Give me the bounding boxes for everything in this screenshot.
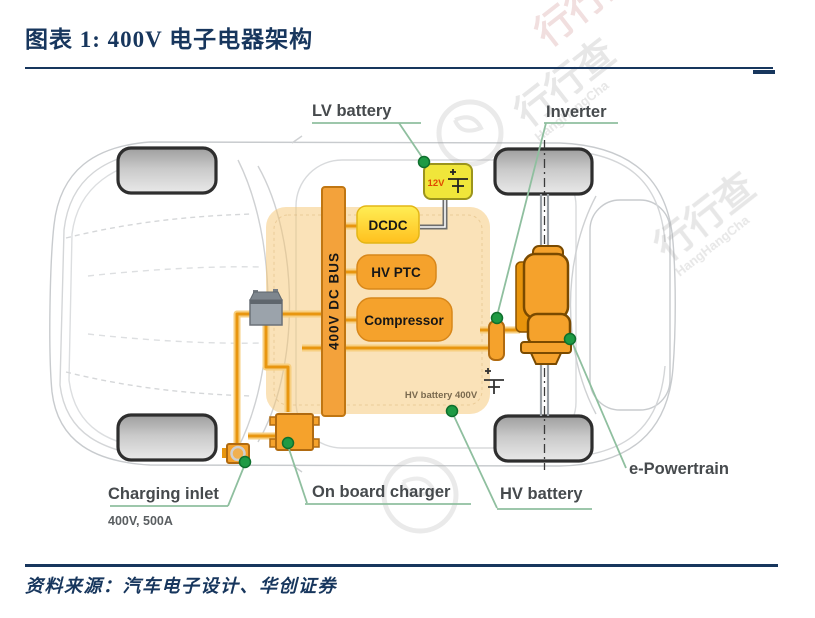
lv-cable <box>420 199 448 230</box>
callout-dots <box>238 155 577 469</box>
label-e-powertrain: e-Powertrain <box>629 460 729 478</box>
wheel-rear-right <box>493 414 594 463</box>
e-powertrain-component <box>515 245 572 365</box>
callout-dot <box>417 155 431 169</box>
figure-title: 图表 1: 400V 电子电器架构 <box>25 27 314 52</box>
callout-dot <box>490 311 504 325</box>
callout-leader-lines <box>110 122 627 510</box>
wheels <box>116 146 594 463</box>
compressor-box: Compressor <box>356 297 453 342</box>
hv-ptc-label: HV PTC <box>371 265 421 280</box>
title-rule-tick <box>753 70 775 74</box>
label-hv-battery: HV battery <box>500 485 583 503</box>
label-on-board-charger: On board charger <box>312 483 451 501</box>
callout-dot <box>445 404 459 418</box>
lv-battery-component: 12V <box>423 163 473 200</box>
rear-driveshaft <box>539 194 550 416</box>
on-board-charger-component <box>269 413 320 451</box>
dcdc-box: DCDC <box>356 205 420 244</box>
callout-dot <box>563 332 577 346</box>
title-rule <box>25 67 773 69</box>
callout-dot <box>281 436 295 450</box>
figure-source: 资料来源：汽车电子设计、华创证券 <box>25 576 337 596</box>
aux-battery-gray <box>249 289 283 326</box>
label-inverter: Inverter <box>546 103 607 121</box>
wheel-front-left <box>116 146 218 195</box>
label-lv-battery: LV battery <box>312 102 392 120</box>
dc-bus-bar: 400V DC BUS <box>321 186 346 417</box>
label-charging-inlet: Charging inlet <box>108 485 219 503</box>
lv-voltage-label: 12V <box>428 178 446 189</box>
dc-bus-label: 400V DC BUS <box>327 252 342 350</box>
wheel-front-right <box>116 413 218 462</box>
ground-symbol-icon <box>484 368 504 394</box>
hv-pack-label: HV battery 400V <box>405 390 478 401</box>
dcdc-label: DCDC <box>369 218 408 233</box>
callout-dot <box>238 455 252 469</box>
hv-connector <box>488 320 505 361</box>
hv-ptc-box: HV PTC <box>356 254 437 290</box>
wheel-rear-left <box>493 147 594 196</box>
compressor-label: Compressor <box>364 313 444 328</box>
label-charging-inlet-spec: 400V, 500A <box>108 514 173 528</box>
battery-symbol-icon <box>448 169 468 193</box>
bottom-rule <box>25 564 778 567</box>
